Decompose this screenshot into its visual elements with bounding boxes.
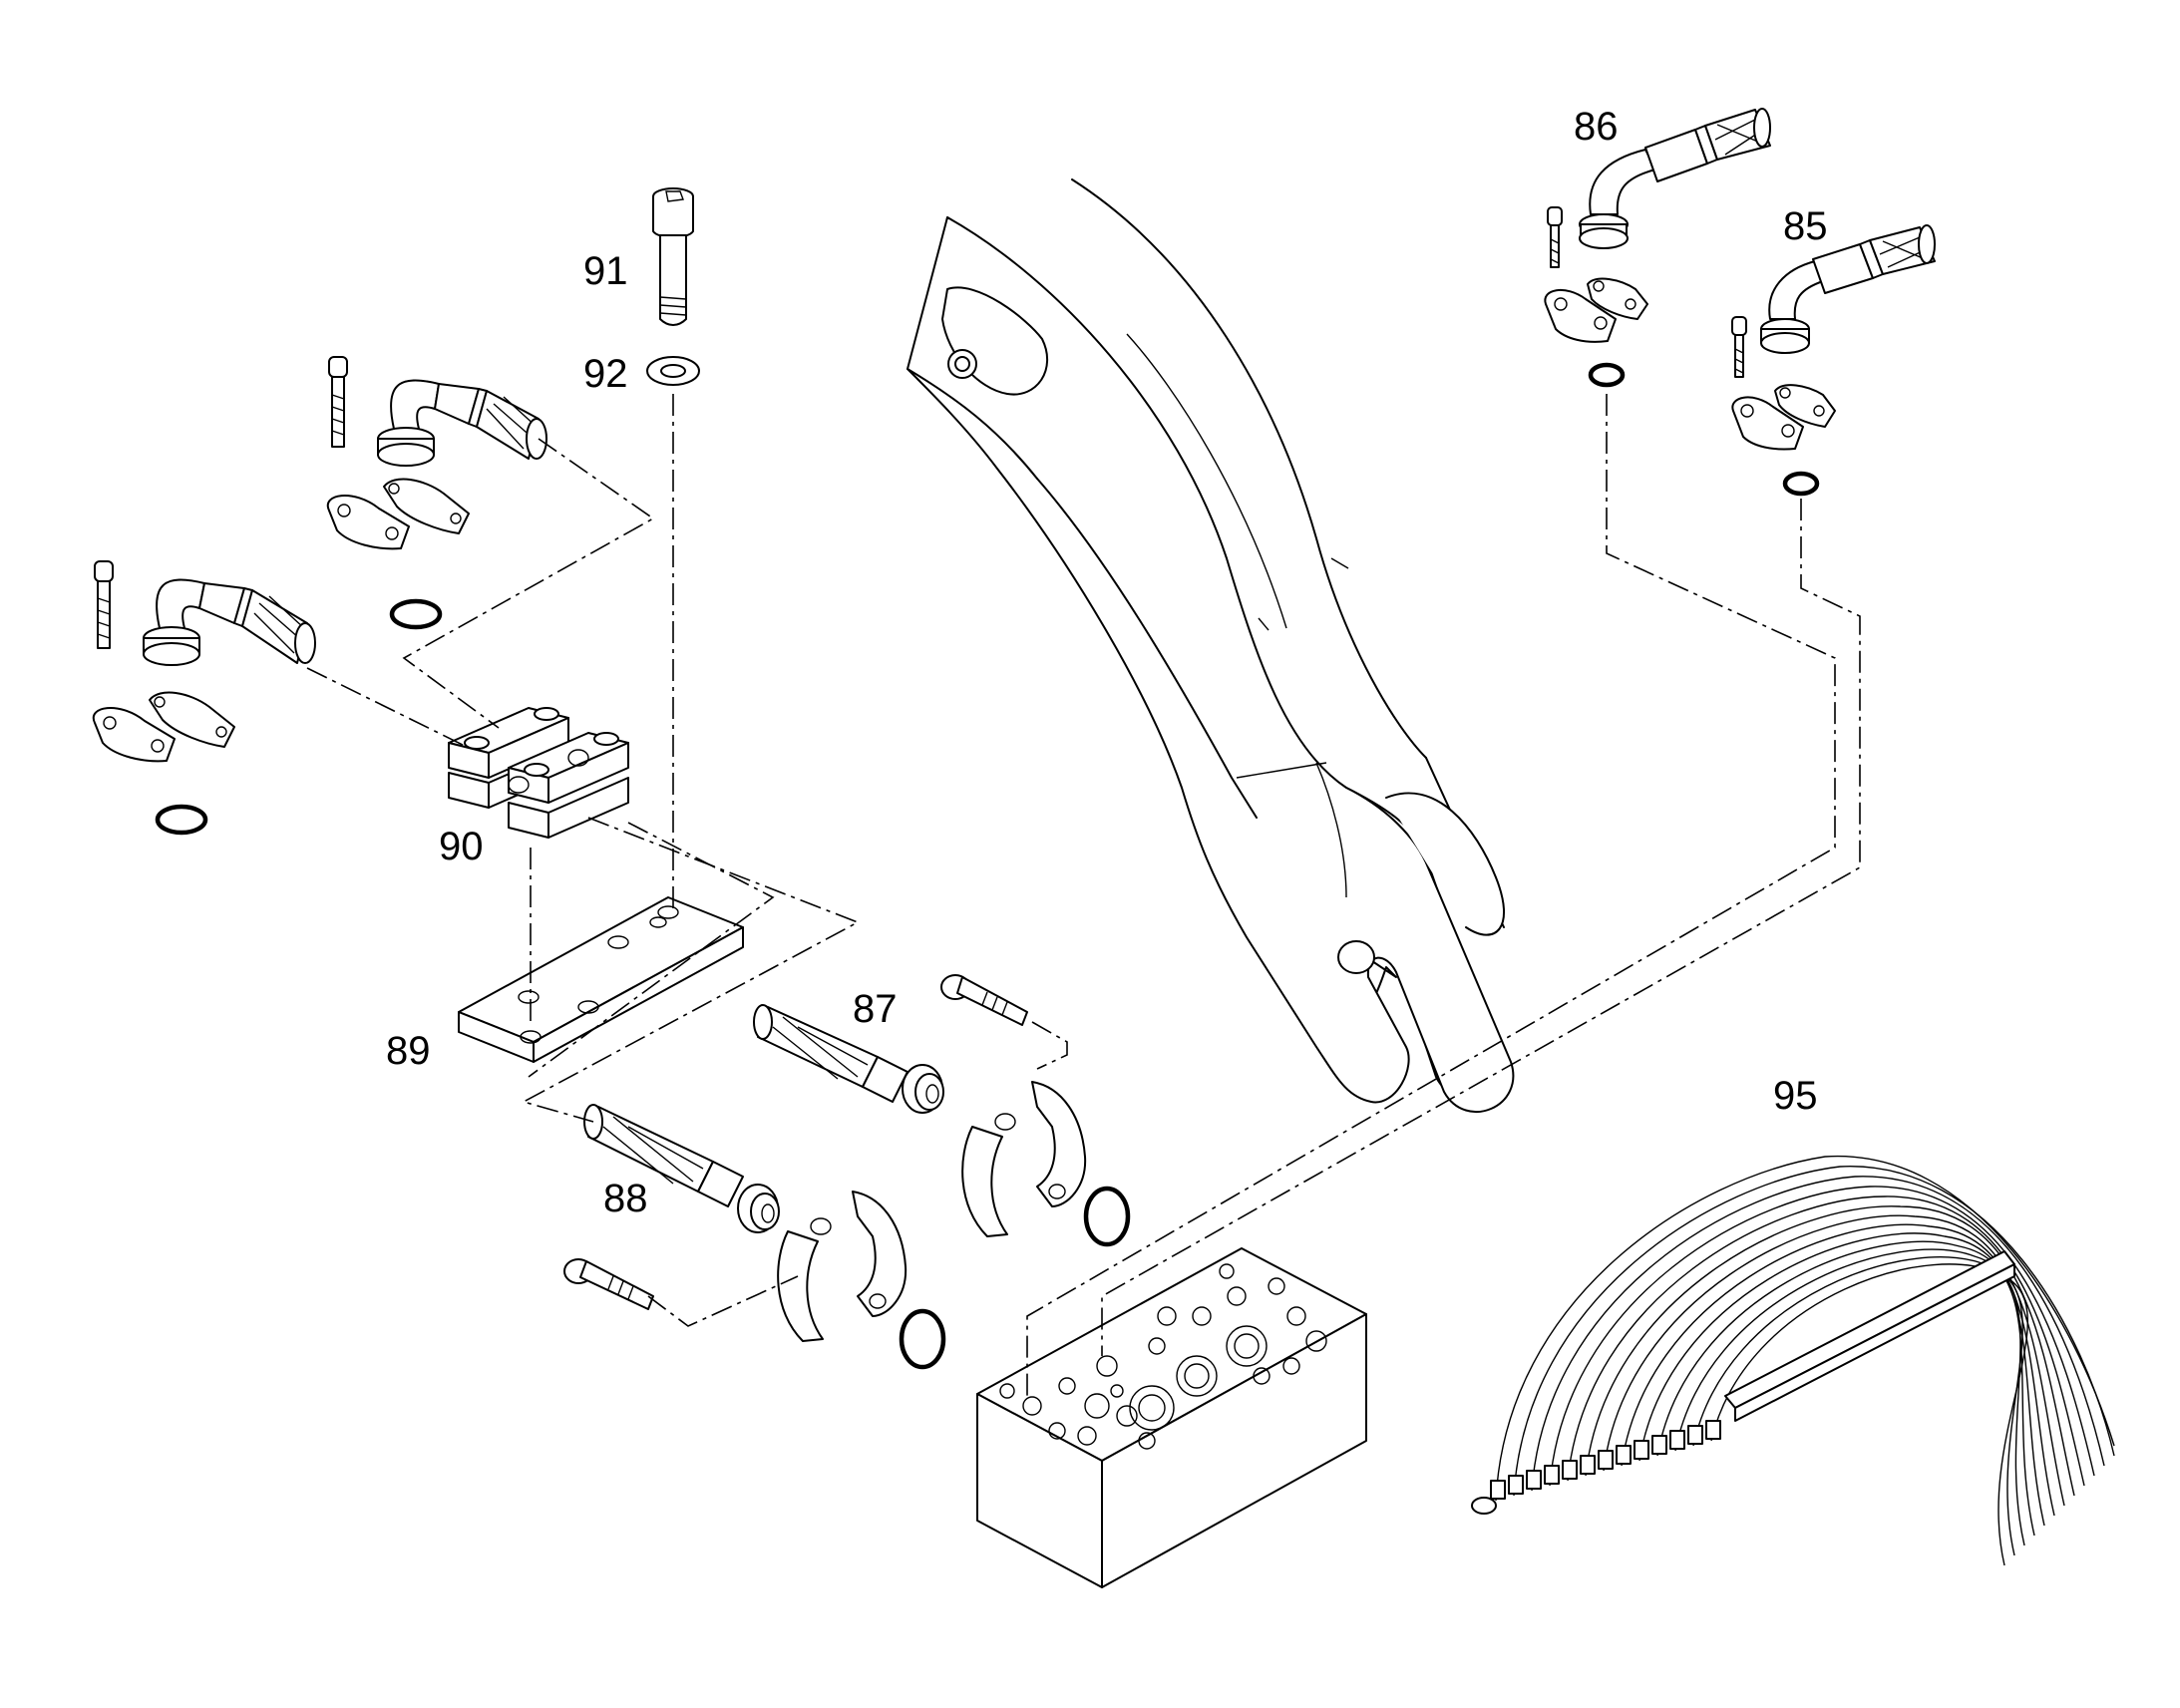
part-85-hose-assembly bbox=[1731, 224, 1936, 497]
lower-left-hose-assembly bbox=[92, 560, 316, 836]
callout-86: 86 bbox=[1574, 105, 1619, 149]
callout-87: 87 bbox=[853, 987, 898, 1031]
part-86-hose-assembly bbox=[1544, 108, 1771, 388]
callout-labels: 86 85 91 92 90 89 87 88 95 bbox=[386, 105, 1828, 1220]
callout-91: 91 bbox=[583, 249, 628, 293]
callout-90: 90 bbox=[439, 825, 484, 868]
callout-92: 92 bbox=[583, 352, 628, 396]
callout-95: 95 bbox=[1773, 1074, 1818, 1118]
boom-arm bbox=[907, 178, 1515, 1113]
part-88-hose-assembly bbox=[563, 1104, 946, 1370]
callout-88: 88 bbox=[603, 1177, 648, 1220]
part-90-clamp-blocks bbox=[448, 707, 629, 839]
part-87-hose-assembly bbox=[753, 974, 1131, 1247]
upper-left-hose-assembly bbox=[326, 356, 547, 630]
valve-block bbox=[976, 1247, 1367, 1588]
connector-lines bbox=[306, 394, 1861, 1401]
part-95-hose-harness bbox=[1471, 1156, 2115, 1566]
part-89-mounting-plate bbox=[458, 896, 744, 1063]
callout-85: 85 bbox=[1783, 204, 1828, 248]
callout-89: 89 bbox=[386, 1029, 431, 1073]
part-91-bolt bbox=[652, 187, 694, 326]
part-92-washer bbox=[646, 356, 700, 386]
